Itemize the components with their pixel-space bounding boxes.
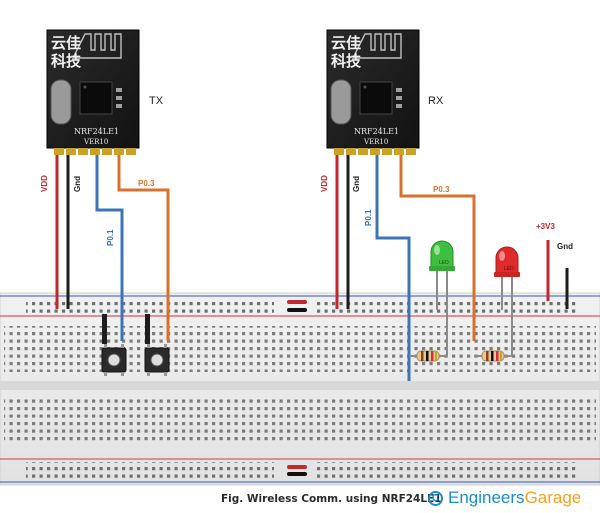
copyright-icon: C: [428, 490, 443, 506]
rx-vdd-label: VDD: [320, 175, 329, 192]
brand-name-first: Engineers: [448, 488, 525, 507]
tx-p01-wire: [95, 155, 124, 341]
top-power-rail: [0, 295, 600, 317]
figure-caption: Fig. Wireless Comm. using NRF24LE1: [221, 493, 442, 505]
red-led-marking: LED: [504, 266, 514, 272]
rx-gnd-label: Gnd: [352, 176, 361, 192]
resistor-1: [409, 350, 447, 362]
pushbutton-1: [101, 344, 127, 376]
tx-version: VER10: [83, 138, 108, 146]
tx-p03-label: P0.3: [138, 179, 155, 188]
rx-role-label: RX: [428, 95, 444, 107]
tx-logo-line1: 云佳: [51, 34, 81, 52]
tx-header-pins: [54, 148, 136, 155]
breadboard: [0, 292, 600, 486]
resistor-2: [474, 350, 512, 362]
rx-p01-label: P0.1: [364, 209, 373, 226]
terminal-strip-bottom: [4, 396, 596, 442]
rx-logo-line2: 科技: [331, 52, 362, 70]
tx-antenna-trace: [71, 33, 122, 59]
tx-vdd-label: VDD: [40, 175, 49, 192]
rx-header-pins: [334, 148, 416, 155]
bottom-power-rail: [0, 458, 600, 483]
rx-crystal: [330, 79, 352, 125]
rx-version: VER10: [363, 138, 388, 146]
rx-p01-wire: [375, 155, 411, 381]
supply-gnd-label: Gnd: [557, 242, 573, 251]
rx-antenna-trace: [351, 33, 402, 59]
button-2-gnd-jumper: [145, 314, 150, 344]
brand-name-second: Garage: [524, 488, 582, 507]
tx-p03-wire: [117, 155, 170, 341]
rx-p03-label: P0.3: [433, 185, 450, 194]
pushbutton-2: [144, 344, 170, 376]
terminal-strip-top: [4, 326, 596, 372]
tx-p01-label: P0.1: [106, 229, 115, 246]
tx-crystal: [50, 79, 72, 125]
supply-3v3-label: +3V3: [536, 222, 555, 231]
rx-module: 云佳 科技 NRF24LE1 VER10: [326, 29, 420, 155]
green-led-marking: LED: [439, 260, 449, 266]
tx-wires: [55, 155, 170, 341]
tx-pushbuttons: [101, 314, 170, 376]
button-1-gnd-jumper: [102, 314, 107, 344]
rx-p03-wire: [399, 155, 476, 341]
tx-role-label: TX: [149, 95, 164, 107]
center-channel: [0, 381, 600, 390]
tx-chip-marking: NRF24LE1: [74, 127, 119, 136]
rx-wires: [335, 155, 476, 381]
tx-chip: [79, 81, 113, 115]
green-led: LED: [429, 240, 455, 356]
red-led: LED: [494, 246, 520, 356]
rx-logo-line1: 云佳: [331, 34, 361, 52]
rx-chip-marking: NRF24LE1: [354, 127, 399, 136]
tx-gnd-label: Gnd: [73, 176, 82, 192]
tx-logo-line2: 科技: [51, 52, 82, 70]
tx-module: 云佳 科技 NRF24LE1 VER10: [46, 29, 140, 155]
